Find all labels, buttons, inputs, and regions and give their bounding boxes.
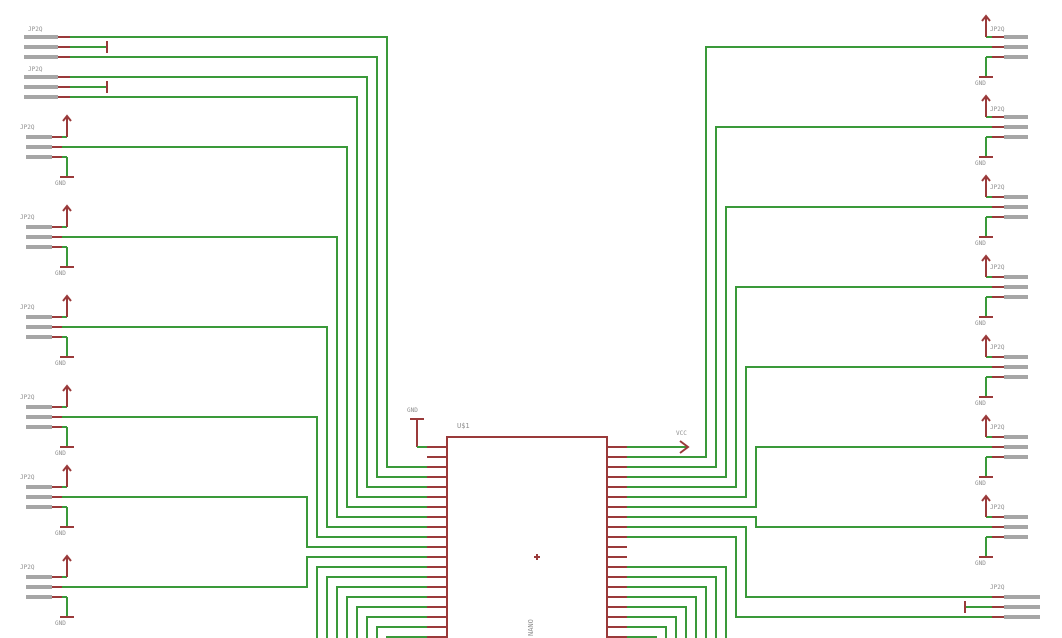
vcc-arrow-icon <box>62 464 72 472</box>
gnd-label: GND <box>975 160 986 167</box>
right-servo-header-4: JP2Q GND <box>975 254 1028 327</box>
chip-right-pins <box>607 446 627 638</box>
chip-name: U$1 <box>457 422 470 430</box>
left-wires <box>62 36 427 638</box>
header-label: JP2Q <box>990 344 1005 351</box>
header-label: JP2Q <box>28 66 43 73</box>
header-label: JP2Q <box>990 424 1005 431</box>
vcc-arrow-icon <box>981 414 991 422</box>
gnd-label: GND <box>55 530 66 537</box>
left-servo-header-4: JP2Q GND <box>20 384 74 457</box>
vcc-arrow-icon <box>981 254 991 262</box>
header-label: JP2Q <box>20 474 35 481</box>
right-servo-header-5: JP2Q GND <box>975 334 1028 407</box>
header-label: JP2Q <box>20 564 35 571</box>
left-header-1: JP2Q <box>24 26 108 59</box>
right-servo-header-3: JP2Q GND <box>975 174 1028 247</box>
right-wires <box>627 46 996 638</box>
header-label: JP2Q <box>990 184 1005 191</box>
header-label: JP2Q <box>990 584 1005 591</box>
left-servo-header-1: JP2Q GND <box>20 114 74 187</box>
vcc-arrow-icon <box>62 294 72 302</box>
gnd-label: GND <box>975 240 986 247</box>
header-label: JP2Q <box>990 26 1005 33</box>
gnd-label: GND <box>975 480 986 487</box>
gnd-label: GND <box>975 80 986 87</box>
chip-left-pins <box>427 446 447 638</box>
gnd-label: GND <box>975 560 986 567</box>
header-label: JP2Q <box>990 264 1005 271</box>
gnd-label: GND <box>55 360 66 367</box>
right-servo-header-2: JP2Q GND <box>975 94 1028 167</box>
vcc-arrow-icon <box>62 114 72 122</box>
header-label: JP2Q <box>990 106 1005 113</box>
chip-value: NANO <box>527 619 535 636</box>
gnd-label: GND <box>975 400 986 407</box>
chip-center-mark-icon <box>534 554 540 560</box>
right-header-bottom: JP2Q <box>964 584 1040 619</box>
vcc-arrow-icon <box>981 14 991 22</box>
header-label: JP2Q <box>990 504 1005 511</box>
gnd-label: GND <box>55 450 66 457</box>
vcc-arrow-icon <box>62 204 72 212</box>
header-label: JP2Q <box>20 124 35 131</box>
vcc-arrow-icon <box>981 334 991 342</box>
gnd-label: GND <box>407 407 418 414</box>
header-label: JP2Q <box>20 304 35 311</box>
chip-vcc-connection: VCC <box>627 430 690 454</box>
left-header-2: JP2Q <box>24 66 108 99</box>
right-servo-header-6: JP2Q GND <box>975 414 1028 487</box>
chip-body <box>446 436 608 638</box>
vcc-label: VCC <box>676 430 687 437</box>
vcc-arrow-icon <box>981 494 991 502</box>
gnd-label: GND <box>55 620 66 627</box>
left-servo-header-2: JP2Q GND <box>20 204 74 277</box>
chip-u1: U$1 NANO <box>427 422 627 638</box>
vcc-arrow-icon <box>62 384 72 392</box>
gnd-label: GND <box>975 320 986 327</box>
gnd-label: GND <box>55 270 66 277</box>
right-servo-header-7: JP2Q GND <box>975 494 1028 567</box>
vcc-arrow-icon <box>679 440 690 454</box>
left-servo-header-6: JP2Q GND <box>20 554 74 627</box>
left-servo-header-5: JP2Q GND <box>20 464 74 537</box>
header-label: JP2Q <box>20 394 35 401</box>
vcc-arrow-icon <box>62 554 72 562</box>
header-label: JP2Q <box>20 214 35 221</box>
left-servo-header-3: JP2Q GND <box>20 294 74 367</box>
gnd-label: GND <box>55 180 66 187</box>
vcc-arrow-icon <box>981 174 991 182</box>
header-label: JP2Q <box>28 26 43 33</box>
vcc-arrow-icon <box>981 94 991 102</box>
right-servo-header-1: JP2Q GND <box>975 14 1028 87</box>
chip-gnd-connection: GND <box>407 407 427 448</box>
